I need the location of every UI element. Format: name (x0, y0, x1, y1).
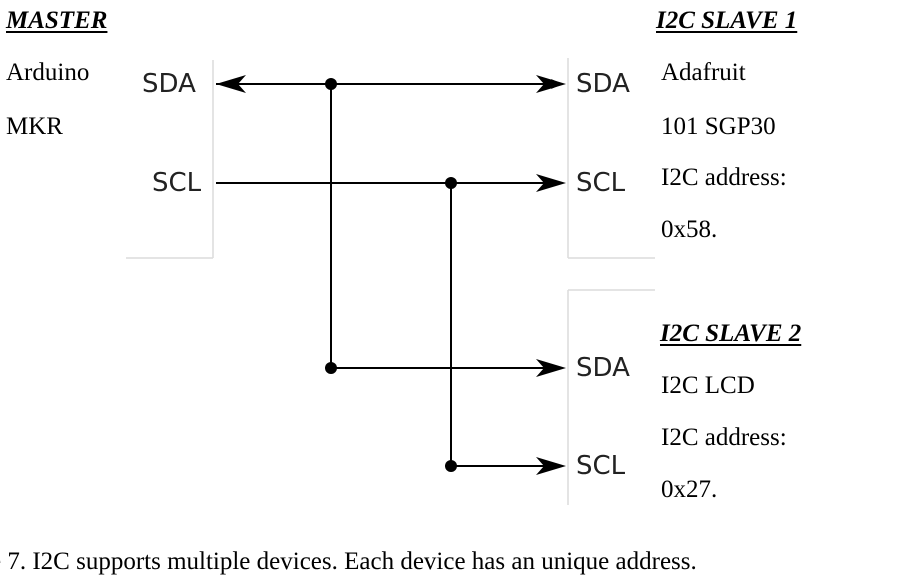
slave2-box-outline (567, 289, 655, 505)
slave1-line-2: 101 SGP30 (661, 113, 776, 140)
sda-slave1-arrowhead (536, 75, 566, 93)
master-pin-scl: SCL (152, 168, 202, 198)
slave2-line-2: I2C address: (661, 424, 787, 451)
scl-junction-top (445, 177, 457, 189)
slave1-heading: I2C SLAVE 1 (656, 7, 798, 34)
figure-caption: e 7. I2C supports multiple devices. Each… (0, 548, 697, 575)
slave1-line-4: 0x58. (661, 216, 718, 243)
master-pin-sda: SDA (142, 69, 196, 99)
slave1-line-1: Adafruit (661, 59, 746, 86)
scl-junction-bottom (445, 460, 457, 472)
master-box-outline (126, 60, 214, 259)
sda-junction-top (325, 78, 337, 90)
slave1-line-3: I2C address: (661, 164, 787, 191)
slave2-line-3: 0x27. (661, 476, 718, 503)
slave2-heading: I2C SLAVE 2 (660, 320, 802, 347)
master-line-1: Arduino (6, 59, 90, 86)
slave2-pin-scl: SCL (576, 451, 626, 481)
slave1-pin-sda: SDA (576, 69, 630, 99)
scl-slave1-arrowhead (536, 174, 566, 192)
slave1-box-outline (567, 58, 655, 259)
sda-slave2-arrowhead (536, 359, 566, 377)
slave2-line-1: I2C LCD (661, 372, 755, 399)
slave1-pin-scl: SCL (576, 168, 626, 198)
sda-master-arrowhead (216, 75, 246, 93)
slave2-pin-sda: SDA (576, 353, 630, 383)
master-heading: MASTER (6, 7, 108, 34)
sda-junction-bottom (325, 362, 337, 374)
scl-slave2-arrowhead (536, 457, 566, 475)
master-line-2: MKR (6, 113, 63, 140)
